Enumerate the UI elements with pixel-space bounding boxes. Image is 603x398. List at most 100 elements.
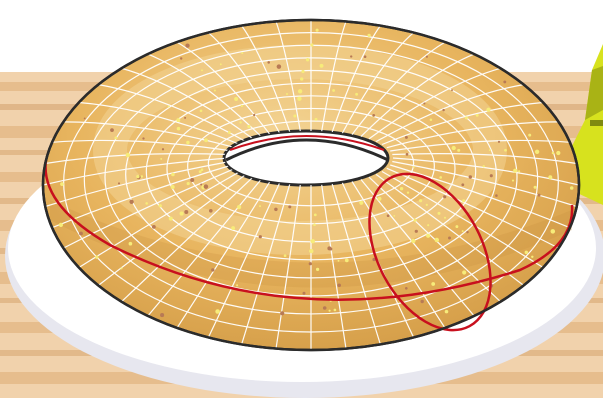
- sprinkle: [476, 114, 479, 117]
- sprinkle: [556, 151, 560, 155]
- sprinkle: [495, 194, 498, 197]
- sprinkle: [171, 185, 175, 189]
- sprinkle: [415, 230, 418, 233]
- sprinkle: [184, 117, 186, 119]
- sprinkle: [462, 199, 465, 202]
- sprinkle: [320, 64, 324, 68]
- sprinkle: [498, 141, 500, 143]
- sprinkle: [518, 170, 520, 172]
- sprinkle: [160, 158, 162, 160]
- sprinkle: [445, 310, 449, 314]
- sprinkle: [393, 215, 395, 217]
- sprinkle: [316, 268, 319, 271]
- sprinkle: [426, 56, 428, 58]
- sprinkle: [359, 201, 363, 205]
- sprinkle: [300, 77, 303, 80]
- sprinkle: [469, 175, 472, 178]
- sprinkle: [329, 310, 331, 312]
- sprinkle: [461, 183, 464, 186]
- sprinkle: [503, 80, 506, 83]
- sprinkle: [286, 93, 288, 95]
- sprinkle: [313, 223, 316, 226]
- sprinkle: [280, 311, 284, 315]
- sprinkle: [253, 114, 255, 116]
- sprinkle: [159, 204, 162, 207]
- sprinkle: [201, 168, 204, 171]
- sprinkle: [145, 202, 148, 205]
- sprinkle: [531, 256, 533, 258]
- sprinkle: [301, 70, 304, 73]
- sprinkle: [423, 102, 425, 104]
- sprinkle: [303, 292, 306, 295]
- donut-hole: [224, 131, 388, 185]
- sprinkle: [187, 182, 190, 185]
- sprinkle: [200, 109, 203, 112]
- sprinkle: [234, 97, 238, 101]
- sprinkle: [168, 106, 170, 108]
- sprinkle: [534, 186, 537, 189]
- sprinkle: [84, 117, 86, 119]
- sprinkle: [180, 212, 184, 216]
- sprinkle: [452, 146, 456, 150]
- sprinkle: [190, 178, 194, 182]
- sprinkle: [114, 136, 117, 139]
- sprinkle: [180, 57, 182, 59]
- sprinkle: [329, 248, 332, 251]
- sprinkle: [259, 235, 262, 238]
- sprinkle: [60, 182, 64, 186]
- sprinkle: [126, 153, 130, 157]
- sprinkle: [413, 166, 415, 168]
- sprinkle: [316, 29, 319, 32]
- sprinkle: [199, 170, 202, 173]
- sprinkle: [414, 219, 417, 222]
- sprinkle: [200, 184, 202, 186]
- sprinkle: [345, 259, 349, 263]
- sprinkle: [298, 89, 302, 93]
- sprinkle: [186, 141, 189, 144]
- sprinkle: [241, 52, 243, 54]
- sprinkle: [512, 180, 514, 182]
- sprinkle: [465, 116, 468, 119]
- sprinkle: [309, 262, 312, 265]
- sprinkle: [400, 187, 403, 190]
- sprinkle: [171, 173, 175, 177]
- sprinkle: [162, 148, 164, 150]
- sprinkle: [293, 114, 296, 117]
- sprinkle: [570, 186, 574, 190]
- sprinkle: [466, 231, 468, 233]
- sprinkle: [451, 89, 453, 91]
- sprinkle: [95, 255, 98, 258]
- sprinkle: [306, 58, 309, 61]
- sprinkle: [486, 108, 490, 112]
- sprinkle: [284, 254, 287, 257]
- sprinkle: [528, 134, 531, 137]
- sprinkle: [405, 136, 408, 139]
- sprinkle: [457, 149, 460, 152]
- sprinkle: [228, 131, 231, 134]
- sprinkle: [337, 284, 341, 288]
- sprinkle: [241, 105, 243, 107]
- sprinkle: [129, 242, 133, 246]
- sprinkle: [59, 223, 63, 227]
- sprinkle: [204, 184, 209, 189]
- sprinkle: [332, 89, 335, 92]
- sprinkle: [288, 205, 291, 208]
- sprinkle: [419, 199, 422, 202]
- sprinkle: [247, 125, 250, 128]
- sprinkle: [426, 234, 430, 238]
- sprinkle: [443, 195, 446, 198]
- sprinkle: [215, 309, 220, 314]
- sprinkle: [267, 61, 270, 64]
- sprinkle: [424, 126, 426, 128]
- sprinkle: [483, 165, 485, 167]
- sprinkle: [160, 313, 164, 317]
- sprinkle: [430, 118, 433, 121]
- sprinkle: [364, 55, 367, 58]
- sprinkle: [406, 153, 409, 156]
- sprinkle: [462, 230, 464, 232]
- sprinkle: [211, 268, 214, 271]
- sprinkle: [277, 64, 282, 69]
- sprinkle: [236, 284, 238, 286]
- sprinkle: [231, 226, 235, 230]
- sprinkle: [209, 209, 213, 213]
